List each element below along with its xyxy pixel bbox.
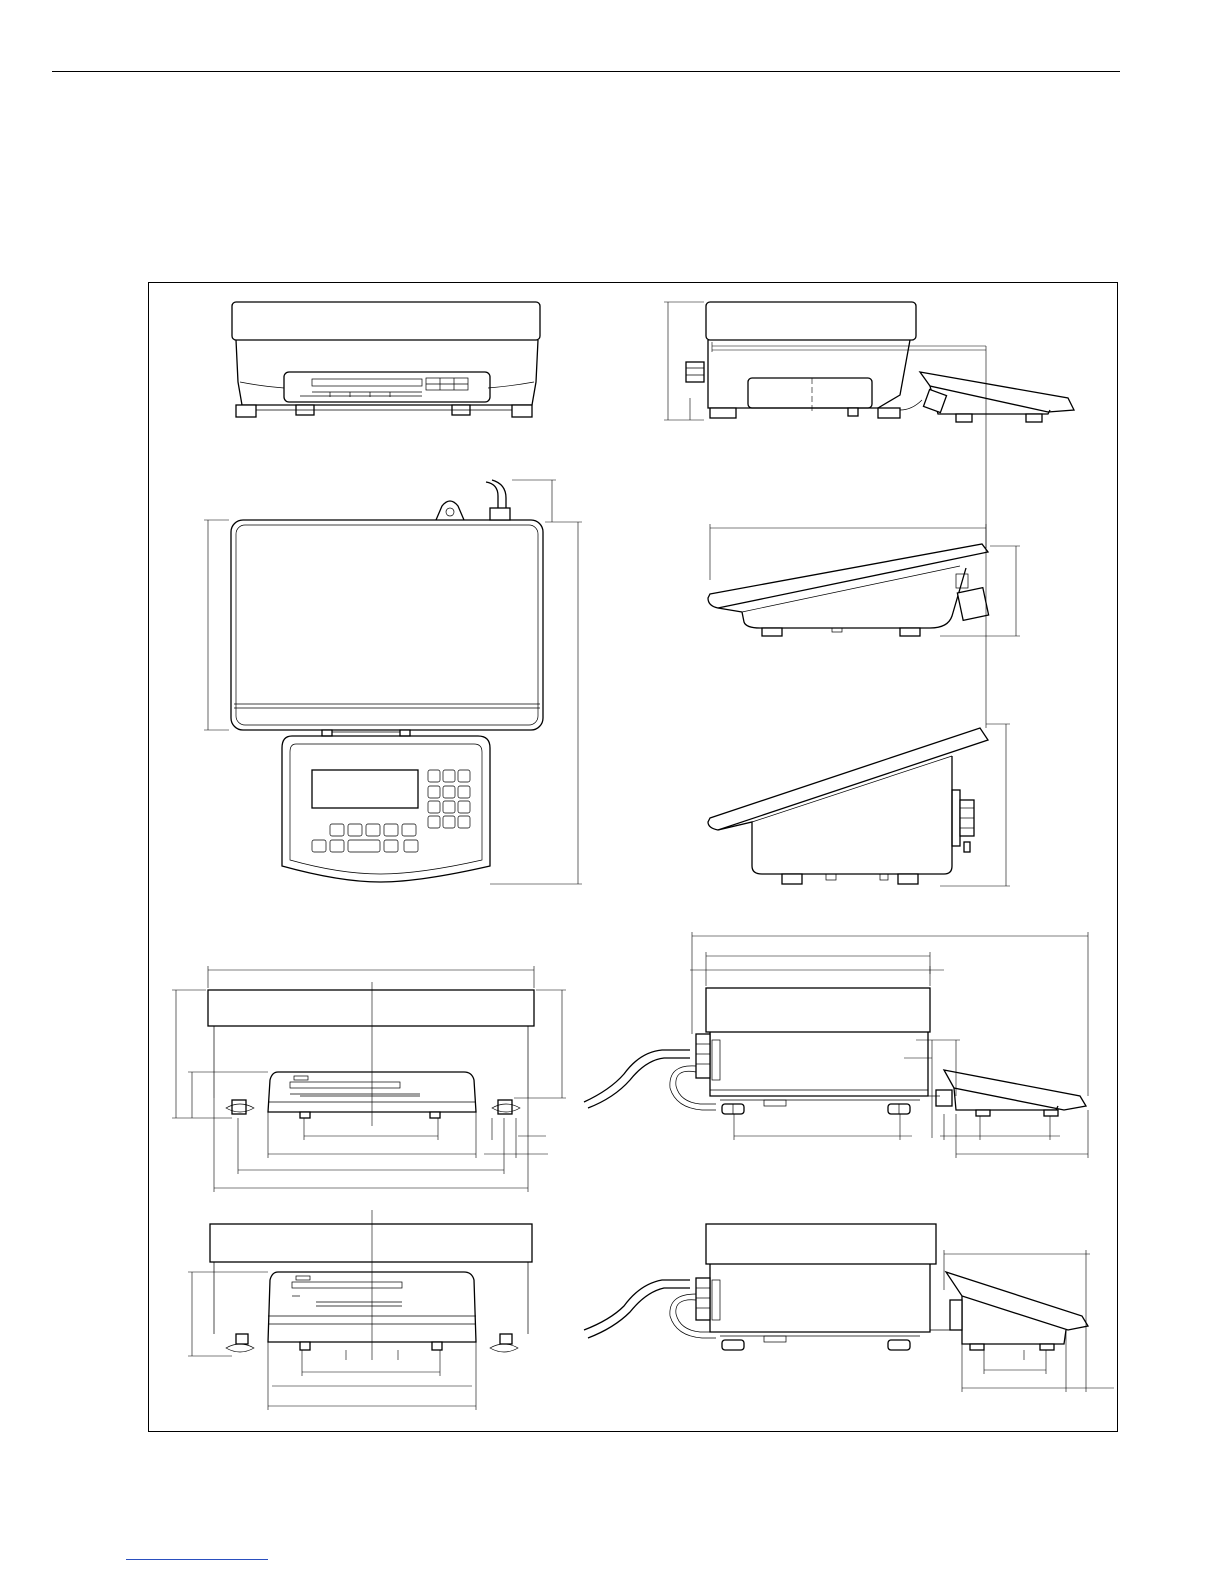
keypad-grid: [428, 770, 470, 828]
side-view-top: [664, 302, 1074, 422]
indicator-side-small: [708, 524, 1020, 636]
front-view-mounted-alt: [188, 1210, 532, 1410]
footer-link-underline: [126, 1559, 268, 1560]
front-view-mounted: [172, 966, 566, 1192]
side-view-mounted: [584, 840, 1088, 1158]
top-view: [204, 480, 582, 884]
front-view-top: [232, 302, 540, 417]
side-view-mounted-alt: [584, 1224, 1114, 1392]
function-keys: [312, 824, 418, 852]
